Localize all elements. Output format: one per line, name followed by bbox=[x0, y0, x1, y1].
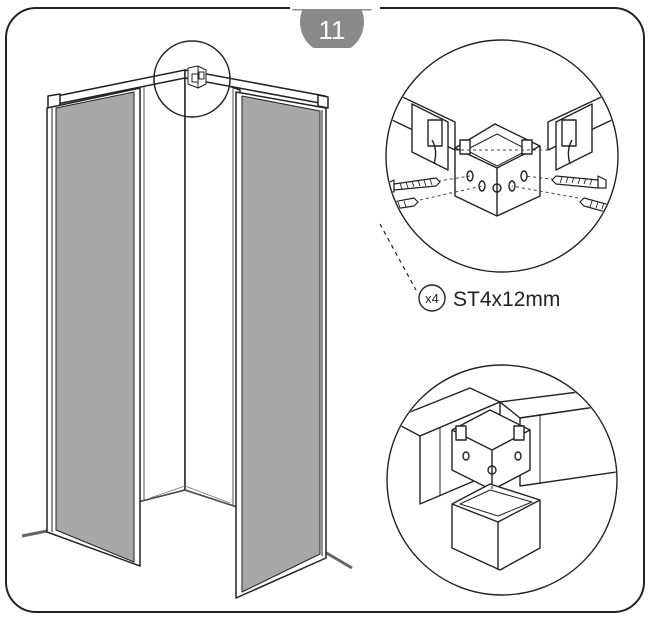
back-wall-right bbox=[184, 69, 241, 509]
step-number: 11 bbox=[319, 15, 346, 45]
quantity-circle bbox=[418, 284, 446, 312]
back-wall-left bbox=[137, 69, 186, 503]
corner-detail-marker bbox=[153, 40, 231, 118]
detail-screw-installation bbox=[385, 39, 619, 273]
wardrobe-corner-unit bbox=[21, 40, 353, 599]
corner-cap-icon bbox=[451, 483, 541, 571]
fastener-spec: ST4x12mm bbox=[453, 288, 560, 311]
mini-bracket-icon bbox=[187, 65, 207, 89]
step-badge: 11 bbox=[290, 0, 380, 48]
screw-icon bbox=[551, 175, 607, 189]
corner-bracket-icon bbox=[451, 409, 531, 491]
fastener-label: x4 ST4x12mm bbox=[418, 284, 560, 312]
detail-cap-installation bbox=[386, 364, 618, 596]
fastener-quantity: x4 bbox=[425, 291, 439, 306]
